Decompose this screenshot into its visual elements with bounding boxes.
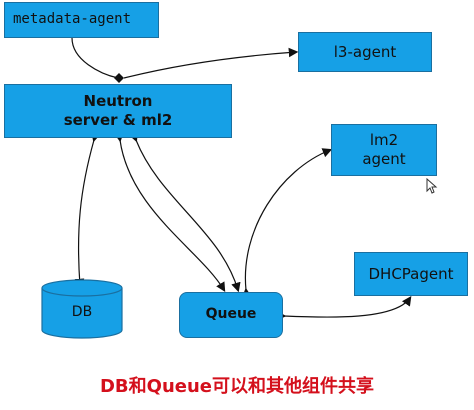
- lm2-label-line1: lm2: [369, 131, 399, 150]
- edge-queue-to-dhcp: [276, 296, 412, 321]
- dhcp-agent-box: DHCPagent: [354, 252, 468, 296]
- edge-metadata-to-neutron: [71, 37, 119, 79]
- edge-queue-to-lm2: [241, 148, 333, 298]
- diagram-caption: DB和Queue可以和其他组件共享: [99, 376, 374, 397]
- dhcp-agent-label: DHCPagent: [368, 264, 454, 283]
- neutron-label-line2: server & ml2: [63, 111, 173, 129]
- edge-neutron-to-l3: [123, 47, 299, 79]
- metadata-agent-box: metadata-agent: [4, 2, 159, 38]
- l3-agent-label: l3-agent: [333, 42, 397, 61]
- junction-diamond: [114, 73, 124, 83]
- metadata-agent-label: metadata-agent: [13, 11, 132, 28]
- neutron-label-line1: Neutron: [83, 92, 153, 111]
- edge-neutron-to-queue-1: [114, 132, 226, 293]
- db-cylinder: [41, 279, 123, 339]
- queue-label: Queue: [205, 306, 257, 323]
- l3-agent-box: l3-agent: [298, 32, 432, 72]
- db-label: DB: [71, 304, 93, 320]
- mouse-cursor-icon: [426, 178, 438, 194]
- edge-neutron-to-db: [74, 131, 101, 289]
- neutron-server-box: Neutron server & ml2: [4, 84, 232, 138]
- edge-neutron-to-queue-2: [128, 131, 241, 293]
- lm2-label-line2: agent: [362, 150, 406, 168]
- lm2-agent-box: lm2 agent: [331, 124, 437, 176]
- queue-box: Queue: [179, 292, 283, 338]
